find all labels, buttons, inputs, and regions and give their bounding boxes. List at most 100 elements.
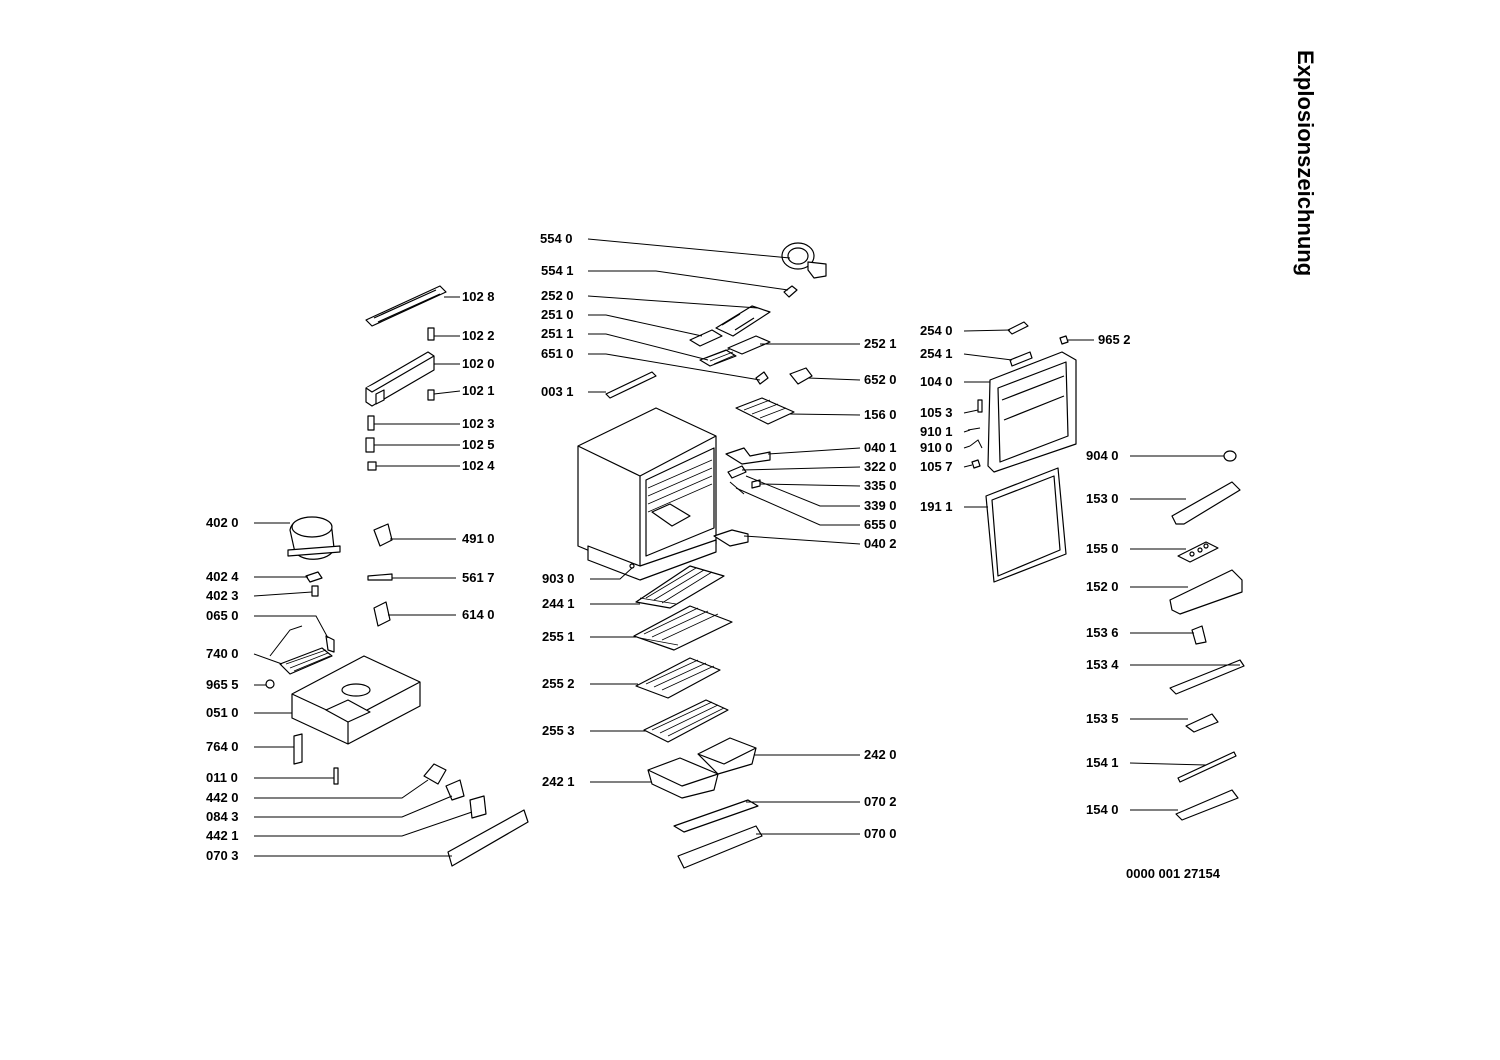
label-651-0: 651 0 xyxy=(541,346,761,381)
bracket-102-5-part xyxy=(365,437,375,453)
upper-hinge-part xyxy=(725,447,771,465)
label-255-1: 255 1 xyxy=(542,629,636,644)
shelf-255-1-part xyxy=(633,605,733,651)
svg-text:554 1: 554 1 xyxy=(541,263,574,278)
shelf-153-0-part xyxy=(1171,481,1241,525)
screw-965-5-part xyxy=(265,679,275,689)
svg-text:065 0: 065 0 xyxy=(206,608,239,623)
part-labels: 554 0 554 1 252 0 251 0 251 1 651 0 003 … xyxy=(206,231,1240,863)
label-102-0: 102 0 xyxy=(434,356,495,371)
grille-part xyxy=(699,348,737,367)
label-255-2: 255 2 xyxy=(542,676,638,691)
fan-clip-part xyxy=(783,285,798,298)
relay-part xyxy=(373,523,393,547)
label-554-1: 554 1 xyxy=(541,263,789,291)
svg-text:154 1: 154 1 xyxy=(1086,755,1119,770)
label-251-0: 251 0 xyxy=(541,307,703,337)
label-251-1: 251 1 xyxy=(541,326,709,361)
svg-text:255 2: 255 2 xyxy=(542,676,575,691)
label-402-3: 402 3 xyxy=(206,588,313,603)
svg-text:251 1: 251 1 xyxy=(541,326,574,341)
svg-text:152 0: 152 0 xyxy=(1086,579,1119,594)
door-104-0-part xyxy=(987,351,1077,473)
condenser-part xyxy=(269,625,333,675)
label-040-2: 040 2 xyxy=(743,535,897,551)
svg-text:155 0: 155 0 xyxy=(1086,541,1119,556)
shelf-152-0-part xyxy=(1169,569,1243,615)
plinth-070-2-part xyxy=(673,799,759,833)
label-104-0: 104 0 xyxy=(920,374,990,389)
label-561-7: 561 7 xyxy=(392,570,495,585)
svg-text:652 0: 652 0 xyxy=(864,372,897,387)
lamp-part xyxy=(755,371,769,385)
label-252-0: 252 0 xyxy=(541,288,759,309)
knob-102-3-part xyxy=(367,415,375,431)
svg-text:442 1: 442 1 xyxy=(206,828,239,843)
bracket-153-4-part xyxy=(1169,659,1245,695)
label-154-1: 154 1 xyxy=(1086,755,1207,770)
svg-text:614 0: 614 0 xyxy=(462,607,495,622)
label-070-2: 070 2 xyxy=(746,794,897,809)
svg-text:051 0: 051 0 xyxy=(206,705,239,720)
label-764-0: 764 0 xyxy=(206,739,294,754)
label-070-0: 070 0 xyxy=(756,826,897,841)
document-number: 0000 001 27154 xyxy=(1126,866,1220,881)
label-339-0: 339 0 xyxy=(745,475,897,513)
svg-text:102 1: 102 1 xyxy=(462,383,495,398)
label-070-3: 070 3 xyxy=(206,848,452,863)
svg-text:070 3: 070 3 xyxy=(206,848,239,863)
switch-part xyxy=(789,367,813,385)
bracket-402-3-part xyxy=(311,585,319,597)
label-255-3: 255 3 xyxy=(542,723,646,738)
svg-text:254 1: 254 1 xyxy=(920,346,953,361)
label-102-4: 102 4 xyxy=(376,458,495,473)
svg-text:102 3: 102 3 xyxy=(462,416,495,431)
svg-text:322 0: 322 0 xyxy=(864,459,897,474)
label-242-0: 242 0 xyxy=(754,747,897,762)
label-105-7: 105 7 xyxy=(920,459,973,474)
svg-text:003 1: 003 1 xyxy=(541,384,574,399)
svg-text:105 3: 105 3 xyxy=(920,405,953,420)
rod-154-1-part xyxy=(1177,751,1237,783)
compressor-part xyxy=(287,516,341,560)
label-965-2: 965 2 xyxy=(1068,332,1131,347)
spring-105-3-part xyxy=(977,399,983,413)
label-040-1: 040 1 xyxy=(767,440,897,455)
svg-text:402 3: 402 3 xyxy=(206,588,239,603)
drawing-title: Explosionszeichnung xyxy=(1293,50,1318,277)
svg-text:904 0: 904 0 xyxy=(1086,448,1119,463)
thermostat-part xyxy=(373,601,391,627)
lamp-housing-part xyxy=(715,305,771,337)
plinth-070-0-part xyxy=(677,825,763,869)
foot-screw-part xyxy=(629,563,635,569)
svg-text:254 0: 254 0 xyxy=(920,323,953,338)
svg-text:255 1: 255 1 xyxy=(542,629,575,644)
svg-text:084 3: 084 3 xyxy=(206,809,239,824)
label-254-1: 254 1 xyxy=(920,346,1013,361)
fan-ring-part xyxy=(781,242,827,279)
label-102-2: 102 2 xyxy=(434,328,495,343)
label-655-0: 655 0 xyxy=(735,487,897,532)
svg-text:104 0: 104 0 xyxy=(920,374,953,389)
svg-text:339 0: 339 0 xyxy=(864,498,897,513)
svg-text:156 0: 156 0 xyxy=(864,407,897,422)
svg-text:491 0: 491 0 xyxy=(462,531,495,546)
clip-561-7-part xyxy=(367,573,393,581)
door-stop-part xyxy=(727,465,747,479)
svg-text:903 0: 903 0 xyxy=(542,571,575,586)
label-191-1: 191 1 xyxy=(920,499,988,514)
label-102-3: 102 3 xyxy=(374,416,495,431)
label-442-0: 442 0 xyxy=(206,779,429,805)
relay-442-0-part xyxy=(423,763,447,785)
svg-text:740 0: 740 0 xyxy=(206,646,239,661)
pin-102-1-part xyxy=(427,389,435,401)
egg-tray-part xyxy=(1177,541,1219,563)
svg-text:251 0: 251 0 xyxy=(541,307,574,322)
svg-text:105 7: 105 7 xyxy=(920,459,953,474)
label-153-6: 153 6 xyxy=(1086,625,1194,640)
shelf-244-1-part xyxy=(635,565,725,609)
label-003-1: 003 1 xyxy=(541,384,606,399)
label-254-0: 254 0 xyxy=(920,323,1011,338)
label-153-4: 153 4 xyxy=(1086,657,1240,672)
label-402-0: 402 0 xyxy=(206,515,290,530)
